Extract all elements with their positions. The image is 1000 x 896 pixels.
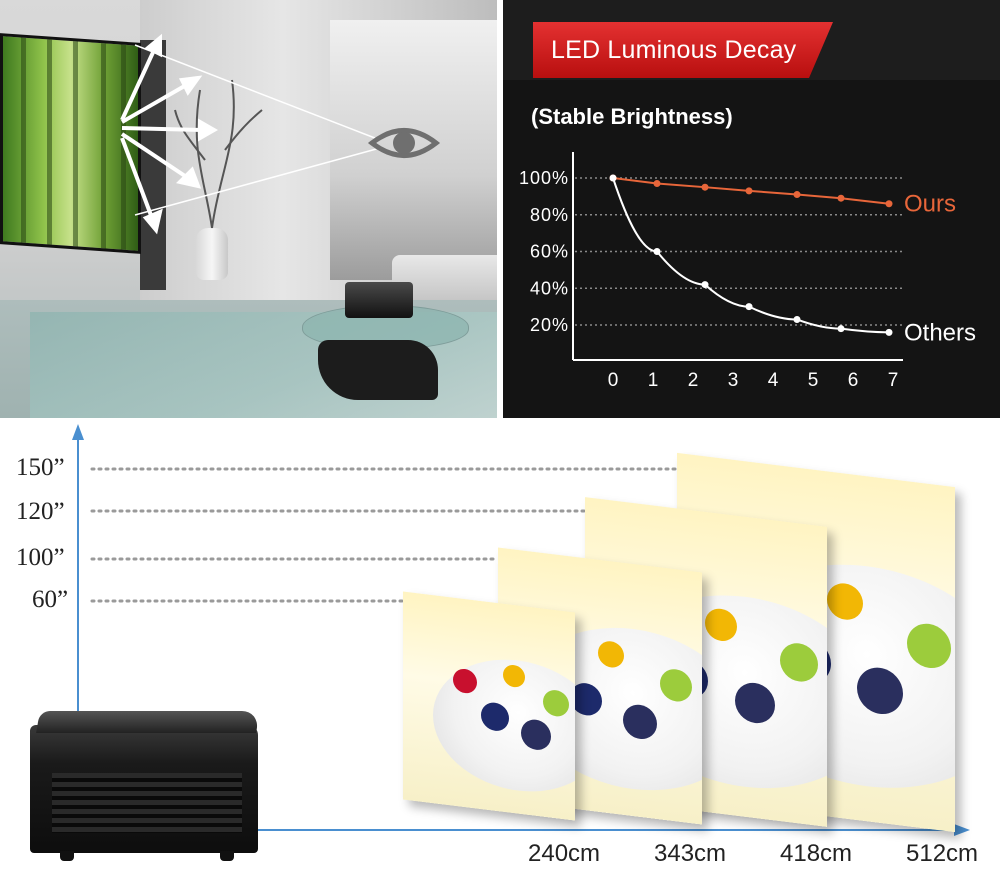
y-tick-label: 60%: [530, 242, 569, 262]
sight-line-top: [134, 44, 381, 141]
table-base: [318, 340, 438, 400]
projector-top: [36, 711, 260, 733]
x-tick-label: 4: [768, 370, 779, 391]
screen-60: [403, 591, 575, 821]
size-label-120: 120”: [16, 498, 65, 525]
x-tick-label: 1: [648, 370, 659, 391]
data-point-others: [793, 315, 801, 323]
luminous-decay-panel: LED Luminous Decay (Stable Brightness) 1…: [503, 0, 1000, 418]
series-label-others: Others: [904, 319, 976, 346]
wall-pillar: [140, 40, 166, 290]
diagram-axes: [72, 424, 970, 836]
x-tick-label: 0: [608, 370, 619, 391]
x-tick-label: 2: [688, 370, 699, 391]
projector-foot: [60, 851, 74, 861]
projector-vents: [52, 773, 242, 833]
x-tick-labels: 0 1 2 3 4 5 6 7: [608, 370, 899, 391]
data-point-ours: [653, 180, 661, 188]
x-tick-label: 7: [888, 370, 899, 391]
data-point-others: [609, 174, 617, 182]
size-guides: [90, 467, 678, 603]
series-label-ours: Ours: [904, 191, 956, 218]
x-tick-label: 5: [808, 370, 819, 391]
y-tick-label: 40%: [530, 278, 569, 298]
data-point-others: [837, 325, 845, 333]
data-point-ours: [793, 191, 801, 199]
distance-label-512: 512cm: [906, 840, 979, 867]
data-point-others: [653, 248, 661, 255]
room-overlay: [120, 33, 441, 235]
size-label-100: 100”: [16, 544, 65, 571]
distance-label-418: 418cm: [780, 840, 853, 867]
chart-subtitle: (Stable Brightness): [531, 104, 733, 129]
data-point-others: [885, 328, 893, 336]
y-tick-label: 20%: [530, 315, 569, 335]
axis-arrow-icon: [954, 824, 970, 836]
axis-layer: [572, 152, 903, 361]
size-label-60: 60”: [32, 586, 69, 613]
projector-foot: [220, 851, 234, 861]
branches-decoration: [174, 79, 263, 229]
size-label-150: 150”: [16, 454, 65, 481]
data-point-ours: [701, 183, 709, 191]
room-scene-image: [0, 0, 497, 418]
title-bar: [533, 22, 833, 78]
axis-arrow-icon: [72, 424, 84, 440]
window-view: [330, 20, 497, 280]
data-point-others: [745, 303, 753, 311]
light-arrow-icon: [120, 33, 219, 235]
distance-label-240: 240cm: [528, 840, 601, 867]
x-tick-label: 6: [848, 370, 859, 391]
projector-on-table: [345, 282, 413, 318]
y-tick-label: 100%: [519, 168, 569, 188]
y-tick-label: 80%: [530, 205, 569, 225]
x-tick-label: 3: [728, 370, 739, 391]
sight-line-bottom: [134, 147, 381, 216]
eye-icon: [367, 128, 441, 158]
y-tick-labels: 100% 80% 60% 40% 20%: [519, 168, 569, 335]
data-point-others: [701, 281, 709, 289]
chart-title: LED Luminous Decay: [551, 36, 797, 64]
projector-device: [30, 711, 260, 861]
vase: [196, 228, 228, 280]
distance-label-343: 343cm: [654, 840, 727, 867]
data-point-ours: [745, 187, 753, 195]
screen-size-diagram: 150” 120” 100” 60”: [0, 420, 1000, 896]
data-point-ours: [885, 200, 893, 208]
data-point-ours: [837, 194, 845, 202]
